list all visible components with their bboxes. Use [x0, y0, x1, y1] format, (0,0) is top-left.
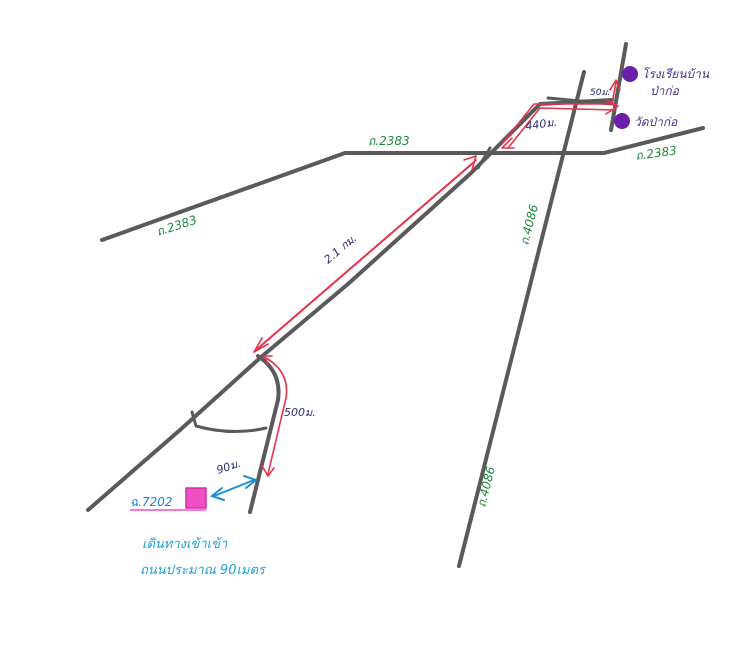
route-90m-arrow-right [243, 475, 259, 489]
route-50m [611, 81, 617, 105]
road-label-2383-right: ถ.2383 [634, 143, 677, 163]
route-90m-arrow-left [209, 487, 225, 501]
note-line-2: ถนนประมาณ 90เมตร [140, 563, 267, 578]
road-loop [190, 410, 268, 434]
distance-label-90m: 90ม. [215, 457, 243, 477]
route-500m [265, 357, 288, 475]
plot-label: ฉ.7202 [130, 495, 173, 509]
distance-label-50m: 50ม. [590, 88, 610, 98]
road-label-2383-left: ถ.2383 [155, 213, 199, 239]
route-440m-arrow-end [605, 99, 619, 115]
plot-marker [185, 487, 207, 509]
road-2383 [100, 126, 705, 242]
road-label-4086-upper: ถ.4086 [517, 203, 541, 247]
route-500m-arrow-top [263, 355, 273, 365]
route-440m-arrow [501, 137, 515, 149]
route-50m-arrow [609, 79, 621, 91]
route-90m [213, 479, 255, 497]
note-line-1: เดินทางเข้าเข้า [142, 537, 228, 552]
temple-label: วัดป่าก่อ [634, 115, 678, 129]
distance-label-2-1km: 2.1 กม. [322, 232, 360, 267]
road-junction-spur [476, 146, 492, 170]
distance-label-500m: 500ม. [284, 406, 316, 419]
route-500m-arrow-bottom [261, 465, 275, 477]
school-label-line1: โรงเรียนบ้าน [642, 67, 710, 81]
route-440m [501, 103, 615, 149]
school-label-line2: ป่าก่อ [650, 84, 680, 98]
road-side-to-plot [248, 354, 281, 514]
road-connector-temple [546, 96, 614, 106]
route-2-1km [253, 159, 477, 353]
school-marker [622, 66, 638, 82]
temple-marker [614, 113, 630, 129]
road-diagonal-main [86, 98, 614, 512]
distance-label-440m: 440ม. [525, 116, 558, 133]
road-4086 [457, 70, 586, 568]
route-2-1km-arrow-bottom [253, 337, 269, 353]
road-label-2383-top: ถ.2383 [368, 134, 410, 148]
route-2-1km-arrow-top [463, 155, 477, 171]
